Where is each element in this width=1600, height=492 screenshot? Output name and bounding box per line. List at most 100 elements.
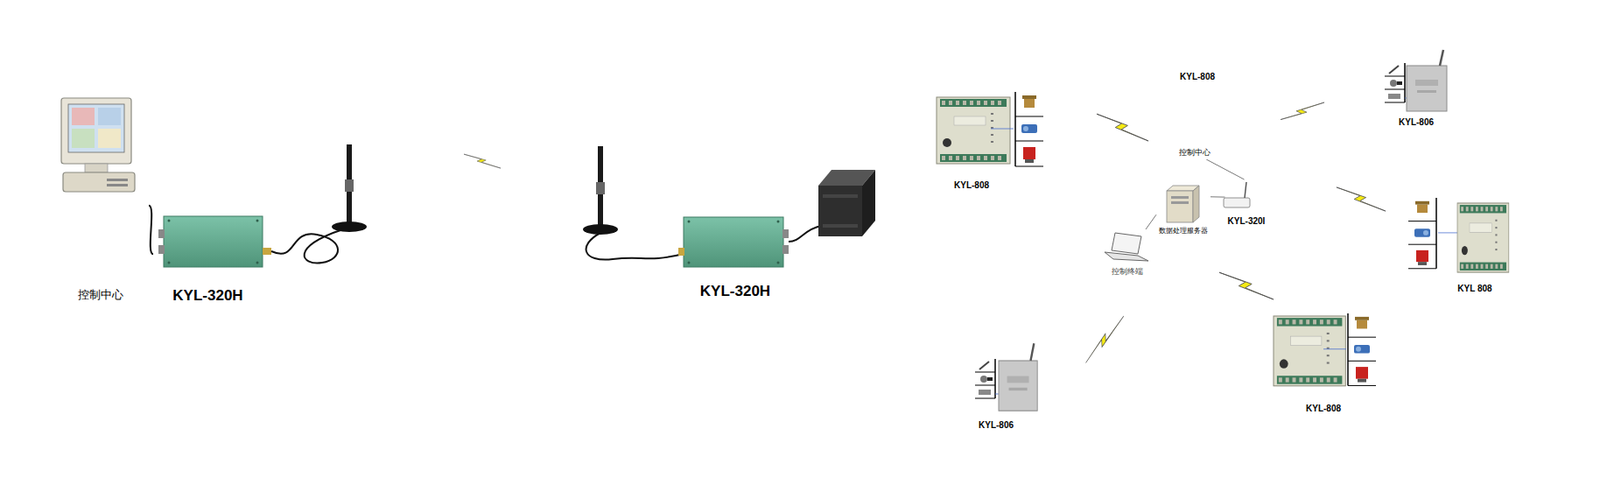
radio-module <box>168 219 171 223</box>
device-label: KYL-320H <box>172 287 243 305</box>
server-node: 数据处理服务器 <box>1156 182 1211 235</box>
computer-icon <box>63 172 135 192</box>
io-board-node: KYL-808 <box>1270 311 1376 414</box>
radio-module <box>782 229 789 239</box>
router-icon <box>1244 182 1247 198</box>
device-label: 控制终端 <box>1111 266 1144 276</box>
computer-icon <box>61 98 135 192</box>
network-devices <box>998 343 1038 411</box>
device-label: KYL-320I <box>1228 216 1266 227</box>
router-node: KYL-320I <box>1225 179 1269 226</box>
network-devices <box>936 49 1509 411</box>
device-label: KYL-806 <box>978 420 1014 431</box>
radio-module <box>777 261 780 265</box>
device-label: 控制中心 <box>1178 147 1211 157</box>
network-devices <box>990 91 1044 167</box>
device-label: KYL-808 <box>954 180 990 191</box>
radio-module <box>782 245 789 254</box>
radio-module <box>678 247 685 256</box>
plc-unit <box>818 169 876 237</box>
radio-module <box>158 245 165 254</box>
network-devices <box>1457 203 1509 273</box>
wireless-bolt <box>1336 187 1386 211</box>
radio-module-node: KYL-320H <box>680 214 790 301</box>
radio-module <box>158 229 165 239</box>
radio-module <box>168 261 171 265</box>
server-icon <box>1171 196 1189 199</box>
radio-module <box>163 216 263 267</box>
device-label: KYL-808 <box>1179 71 1215 82</box>
plc-unit <box>862 169 876 237</box>
device-label: 数据处理服务器 <box>1158 226 1208 235</box>
computer-node: 控制中心 <box>52 87 149 302</box>
server-icon <box>1166 190 1193 223</box>
antenna <box>331 221 367 232</box>
network-devices <box>1406 49 1447 112</box>
io-box-node: KYL-806 <box>969 348 1023 430</box>
radio-module <box>687 261 691 265</box>
device-label: KYL 808 <box>1457 283 1492 295</box>
laptop-icon <box>1104 252 1149 261</box>
radio-module <box>683 217 784 267</box>
plc-unit <box>822 224 858 228</box>
router-icon <box>1223 197 1250 208</box>
server-icon <box>1192 185 1200 223</box>
wireless-bolt <box>1086 308 1124 370</box>
wireless-bolt <box>1096 113 1149 141</box>
wireless-bolt <box>1280 102 1325 120</box>
io-board-node: KYL-808 <box>932 91 1011 190</box>
device-label: 控制中心 <box>77 288 124 302</box>
plc-unit <box>822 194 858 198</box>
antenna <box>271 144 367 263</box>
device-label: KYL-808 <box>1305 403 1341 415</box>
radio-module <box>678 217 789 267</box>
antenna <box>586 232 684 260</box>
device-label: KYL-806 <box>1398 117 1434 128</box>
cable-connector <box>148 205 154 255</box>
network-devices <box>1323 313 1376 386</box>
radio-module <box>158 216 272 267</box>
wireless-bolt <box>463 154 501 169</box>
wireless-bolt <box>1219 272 1274 300</box>
link-line <box>1210 196 1226 197</box>
computer-icon <box>61 98 132 164</box>
link-line <box>1206 159 1244 180</box>
antenna <box>271 229 344 263</box>
radio-module <box>256 261 260 265</box>
computer-icon <box>71 128 95 148</box>
computer-icon <box>84 163 108 173</box>
computer-icon <box>71 107 95 126</box>
network-devices <box>936 97 1011 164</box>
device-label: KYL-320H <box>700 282 771 301</box>
network-devices <box>1273 315 1346 386</box>
computer-icon <box>98 107 121 126</box>
server-icon <box>1171 201 1189 204</box>
computer-icon <box>98 128 121 148</box>
link-line <box>1145 214 1157 230</box>
radio-module <box>256 219 260 223</box>
computer-icon <box>106 183 128 187</box>
radio-module-node: KYL-320H <box>153 214 263 305</box>
radio-module <box>777 220 780 224</box>
plc-unit <box>818 185 863 237</box>
computer-icon <box>68 104 125 153</box>
antenna <box>344 179 354 192</box>
laptop-node: 控制终端 <box>1101 229 1154 276</box>
radio-module <box>687 220 691 224</box>
server-icon <box>1166 185 1200 223</box>
router-icon <box>1223 182 1250 208</box>
antenna <box>596 182 605 195</box>
antenna <box>582 146 684 260</box>
io-box-node: KYL-806 <box>1389 56 1443 127</box>
label-box-node: 控制中心 <box>1175 146 1215 160</box>
computer-icon <box>106 178 128 182</box>
laptop-icon <box>1111 232 1142 254</box>
radio-module <box>262 247 272 255</box>
io-board-node: KYL 808 <box>1448 196 1502 294</box>
laptop-icon <box>1104 232 1149 261</box>
plc-cable <box>788 225 822 242</box>
network-devices <box>1408 197 1461 269</box>
